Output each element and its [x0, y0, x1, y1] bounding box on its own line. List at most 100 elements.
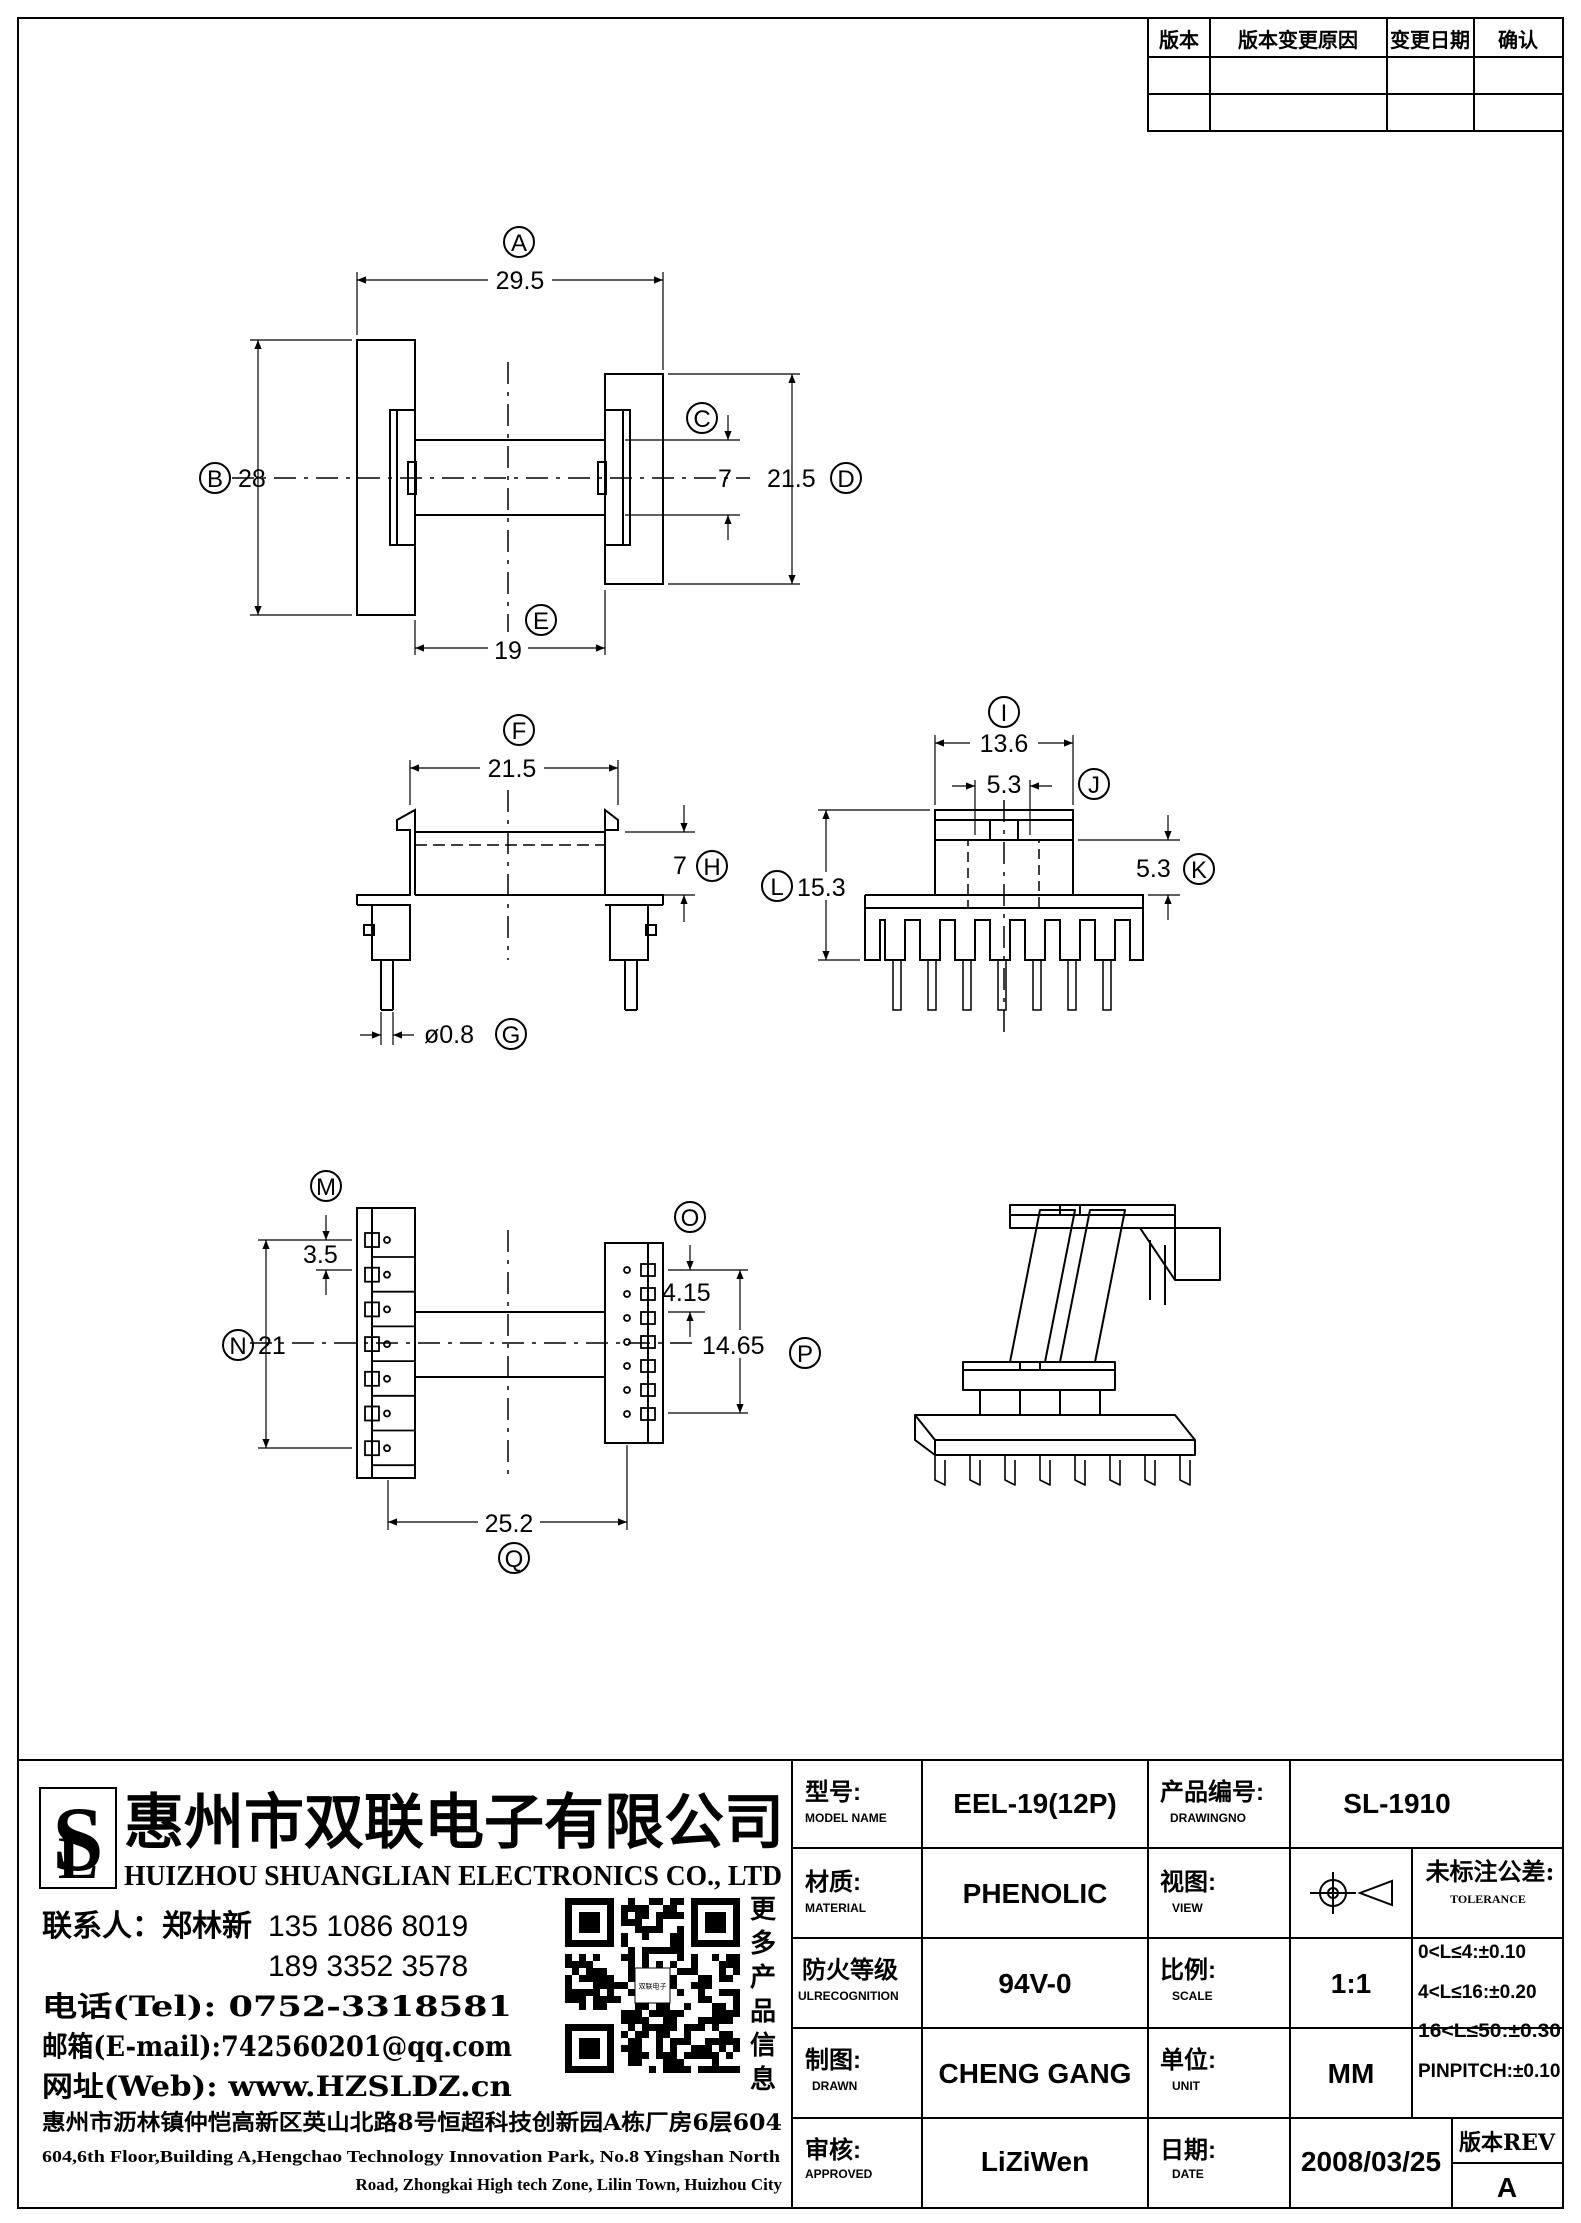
pin-slot-right [640, 1383, 656, 1397]
tolerance-title: 未标注公差: [1426, 1857, 1555, 1886]
top-view [232, 272, 800, 655]
bottom-view [250, 1207, 700, 1479]
dim-n-value: 21 [258, 1332, 286, 1360]
qr-caption-2: 多 [750, 1928, 776, 1958]
front-view [356, 760, 695, 1045]
label-unit-cn: 单位: [1160, 2046, 1216, 2074]
dim-i-value: 13.6 [980, 730, 1029, 758]
dim-tag-n: N [229, 1333, 246, 1360]
revision-table [1147, 17, 1564, 132]
contact-tel: 电话(Tel): 0752-3318581 [42, 1990, 512, 2023]
pin-slot-right [640, 1263, 656, 1277]
label-ul-cn: 防火等级 [802, 1956, 898, 1984]
dim-tag-m: M [316, 1174, 336, 1201]
label-scale-cn: 比例: [1160, 1957, 1216, 1984]
contact-phone-2: 189 3352 3578 [268, 1950, 468, 1983]
dim-tag-i: I [1001, 700, 1008, 727]
label-approved-en: APPROVED [805, 2167, 873, 2181]
tolerance-row-3: 16<L≤50:±0.30 [1418, 2021, 1561, 2042]
ul-value: 94V-0 [998, 1968, 1071, 1999]
tolerance-title-en: TOLERANCE [1450, 1892, 1526, 1906]
tolerance-row-4: PINPITCH:±0.10 [1418, 2061, 1560, 2082]
dim-tag-g: G [502, 1022, 521, 1049]
rev-header-date: 变更日期 [1390, 28, 1470, 52]
dim-c-value: 7 [718, 465, 732, 493]
contact-web: 网址(Web): www.HZSLDZ.cn [42, 2070, 512, 2103]
svg-text:S: S [52, 1788, 103, 1890]
unit-value: MM [1328, 2058, 1375, 2089]
dim-tag-c: C [693, 406, 710, 433]
scale-value: 1:1 [1331, 1968, 1371, 1999]
pin-slot-right [640, 1407, 656, 1421]
rev-label: 版本REV [1459, 2130, 1556, 2156]
rev-header-version: 版本 [1159, 28, 1199, 52]
dim-j-value: 5.3 [987, 771, 1022, 799]
dim-tag-h: H [703, 854, 720, 881]
dim-tag-o: O [681, 1205, 700, 1232]
dim-a-value: 29.5 [496, 267, 545, 295]
label-date-en: DATE [1172, 2167, 1204, 2181]
address-en-line-2: Road, Zhongkai High tech Zone, Lilin Tow… [355, 2175, 782, 2194]
dim-g-value: ø0.8 [424, 1021, 474, 1049]
dim-d-value: 21.5 [767, 465, 816, 493]
dim-tag-p: P [797, 1341, 813, 1368]
label-model-cn: 型号: [805, 1779, 861, 1806]
first-angle-projection-icon [1310, 1872, 1393, 1914]
pin-slot-right [640, 1311, 656, 1325]
company-logo: S L [39, 1787, 117, 1891]
qr-caption-4: 品 [750, 1996, 776, 2026]
label-drawn-en: DRAWN [812, 2079, 857, 2093]
dim-e-value: 19 [494, 637, 522, 665]
rev-header-confirm: 确认 [1498, 28, 1539, 52]
dim-tag-d: D [837, 466, 854, 493]
contact-email: 邮箱(E-mail):742560201@qq.com [42, 2030, 512, 2063]
pin-slot-left [364, 1405, 380, 1422]
pin-slot-left [364, 1266, 380, 1283]
label-drawn-cn: 制图: [805, 2047, 861, 2074]
company-name-cn: 惠州市双联电子有限公司 [124, 1788, 784, 1858]
qr-logo-text: 双联电子 [639, 1981, 667, 1990]
drawingno-value: SL-1910 [1343, 1788, 1450, 1819]
label-unit-en: UNIT [1172, 2079, 1201, 2093]
dim-m-value: 3.5 [303, 1241, 338, 1269]
dim-tag-e: E [533, 608, 549, 635]
contact-label: 联系人：郑林新 [42, 1909, 252, 1944]
rev-value: A [1497, 2172, 1517, 2203]
model-value: EEL-19(12P) [953, 1788, 1116, 1819]
side-view [818, 735, 1180, 1035]
dim-q-value: 25.2 [485, 1510, 534, 1538]
dim-tag-q: Q [505, 1546, 524, 1573]
sheet-border [17, 17, 1564, 2209]
label-material-cn: 材质: [805, 1869, 861, 1896]
rev-header-reason: 版本变更原因 [1238, 28, 1358, 52]
contact-phone-1: 135 1086 8019 [268, 1910, 468, 1943]
address-cn: 惠州市沥林镇仲恺高新区英山北路8号恒超科技创新园A栋厂房6层604 [42, 2110, 782, 2136]
svg-text:L: L [58, 1825, 98, 1891]
tolerance-row-1: 0<L≤4:±0.10 [1418, 1942, 1526, 1963]
label-view-cn: 视图: [1160, 1869, 1216, 1896]
dim-b-value: 28 [238, 465, 266, 493]
qr-caption-3: 产 [750, 1962, 776, 1992]
label-scale-en: SCALE [1172, 1989, 1213, 2003]
approved-value: LiZiWen [981, 2146, 1089, 2177]
pin-slot-left [364, 1301, 380, 1318]
pin-slot-right [640, 1287, 656, 1301]
material-value: PHENOLIC [963, 1878, 1108, 1909]
dim-tag-b: B [207, 466, 223, 493]
dim-o-value: 4.15 [662, 1279, 711, 1307]
qr-code: 双联电子 [559, 1892, 746, 2079]
label-drawingno-cn: 产品编号: [1160, 1778, 1264, 1806]
dim-f-value: 21.5 [488, 755, 537, 783]
label-material-en: MATERIAL [805, 1901, 866, 1915]
label-drawingno-en: DRAWINGNO [1170, 1811, 1246, 1825]
date-value: 2008/03/25 [1301, 2146, 1441, 2177]
dim-p-value: 14.65 [702, 1332, 765, 1360]
qr-caption-5: 信 [750, 2030, 776, 2060]
pin-slot-left [364, 1232, 380, 1248]
dim-tag-l: L [770, 874, 783, 901]
pin-slot-right [640, 1359, 656, 1373]
label-approved-cn: 审核: [805, 2136, 861, 2164]
pin-slot-right [640, 1335, 656, 1349]
pin-slot-left [364, 1336, 380, 1352]
label-view-en: VIEW [1172, 1901, 1203, 1915]
